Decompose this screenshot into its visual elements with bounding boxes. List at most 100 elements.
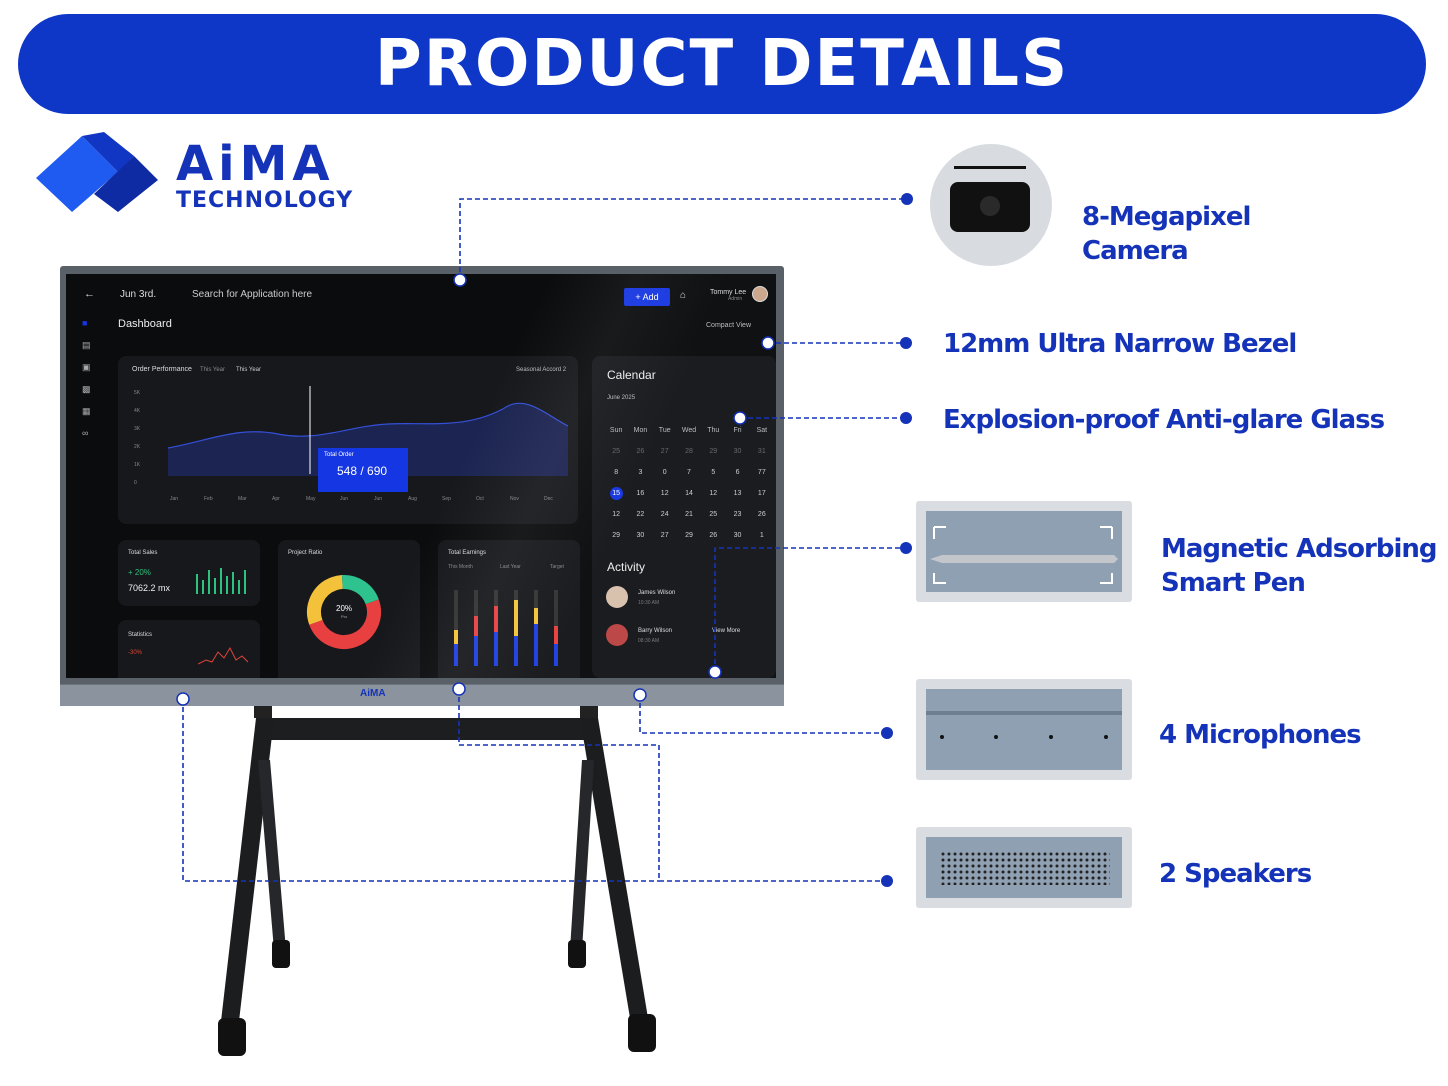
sidebar-list-icon[interactable]: ▤ (82, 340, 91, 350)
tooltip-value: 548 / 690 (337, 464, 388, 478)
calendar-day[interactable]: 27 (660, 448, 669, 455)
feature-camera-line2: Camera (1082, 236, 1189, 266)
calendar-day[interactable]: 22 (636, 511, 645, 518)
calendar-week-row: 8 3 0 7 5 6 77 (604, 462, 774, 483)
calendar-day[interactable]: 26 (757, 511, 766, 518)
calendar-day[interactable]: 15 (604, 483, 628, 504)
order-tab-2[interactable]: This Year (236, 367, 262, 373)
sales-bars (196, 568, 246, 594)
calendar-day[interactable]: 17 (757, 490, 766, 497)
calendar-day[interactable]: 12 (612, 511, 621, 518)
calendar-day[interactable]: 7 (687, 469, 691, 476)
order-y-tick: 5K (134, 390, 141, 396)
calendar-day[interactable]: 25 (612, 448, 621, 455)
calendar-day[interactable]: 1 (759, 532, 764, 539)
sidebar-dashboard-icon[interactable]: ■ (82, 318, 88, 328)
banner-title: PRODUCT DETAILS (374, 27, 1070, 101)
calendar-day[interactable]: 30 (733, 532, 742, 539)
activity-time-1: 10:30 AM (638, 600, 660, 606)
feature-pen-line2: Smart Pen (1161, 568, 1306, 598)
order-y-tick: 4K (134, 408, 141, 414)
calendar-day[interactable]: 12 (660, 490, 669, 497)
feature-microphones: 4 Microphones (1159, 720, 1362, 750)
order-y-tick: 1K (134, 462, 141, 468)
order-x-tick: Jan (170, 496, 179, 502)
calendar-day[interactable]: 28 (685, 448, 693, 455)
calendar-weekday: Wed (681, 427, 697, 434)
calendar-day[interactable]: 29 (612, 532, 621, 539)
order-x-tick: Aug (408, 496, 417, 502)
sidebar-folder-icon[interactable]: ▩ (82, 384, 91, 394)
calendar-weekday: Sun (609, 427, 623, 434)
feature-speakers: 2 Speakers (1159, 859, 1312, 889)
calendar-selected-day[interactable]: 15 (609, 487, 623, 500)
calendar-day[interactable]: 26 (709, 532, 718, 539)
calendar-day[interactable]: 23 (733, 511, 742, 518)
calendar-day[interactable]: 29 (709, 448, 718, 455)
logo-mark-icon (36, 132, 158, 212)
order-tab-1[interactable]: This Year (200, 367, 226, 373)
calendar-day[interactable]: 30 (636, 532, 645, 539)
screen-topbar: ← Jun 3rd. Search for Application here +… (66, 274, 776, 314)
sidebar-grid-icon[interactable]: ▦ (82, 406, 91, 416)
calendar-day[interactable]: 77 (757, 469, 766, 476)
order-x-tick: Mar (238, 496, 247, 502)
add-button[interactable]: + Add (624, 288, 670, 306)
calendar-month: June 2025 (607, 395, 636, 401)
order-x-tick: Nov (510, 496, 519, 502)
total-order-tooltip: Total Order 548 / 690 (318, 448, 408, 492)
activity-name-2: Barry Wilson (638, 628, 673, 634)
smart-pen-thumbnail (916, 501, 1132, 602)
sidebar-box-icon[interactable]: ▣ (82, 362, 91, 372)
calendar-day[interactable]: 13 (733, 490, 742, 497)
screen-date: Jun 3rd. (120, 289, 157, 300)
calendar-day[interactable]: 8 (614, 469, 619, 476)
camera-thumbnail (930, 144, 1052, 266)
microphone-icon (926, 711, 1122, 739)
compact-view-toggle[interactable]: Compact View (706, 322, 752, 329)
calendar-day[interactable]: 26 (636, 448, 645, 455)
home-icon[interactable]: ⌂ (680, 290, 687, 301)
calendar-day[interactable]: 24 (660, 511, 669, 518)
calendar-day[interactable]: 0 (662, 469, 667, 476)
calendar-day[interactable]: 6 (735, 469, 740, 476)
order-x-tick: Apr (272, 496, 280, 502)
calendar-day[interactable]: 30 (733, 448, 742, 455)
avatar[interactable] (752, 286, 768, 302)
earnings-legend-2: Last Year (500, 564, 521, 570)
calendar-day[interactable]: 25 (709, 511, 718, 518)
earnings-legend-3: Target (550, 564, 564, 570)
order-y-tick: 2K (134, 444, 141, 450)
calendar-day[interactable]: 27 (660, 532, 669, 539)
order-card-title: Order Performance (132, 366, 192, 373)
calendar-day[interactable]: 3 (638, 469, 643, 476)
tooltip-label: Total Order (324, 452, 354, 458)
calendar-day[interactable]: 16 (636, 490, 645, 497)
earnings-bars (454, 590, 558, 666)
page-title: Dashboard (118, 318, 172, 330)
project-ratio-donut (307, 575, 381, 649)
screen-search-input[interactable]: Search for Application here (192, 289, 313, 300)
project-ratio-card: Project Ratio 20% Pro (278, 540, 420, 678)
order-dropdown[interactable]: Seasonal Accord 2 (516, 367, 567, 373)
pen-icon (930, 526, 1118, 584)
calendar-day[interactable]: 12 (709, 490, 718, 497)
calendar-title: Calendar (607, 368, 656, 382)
back-arrow-icon[interactable]: ← (84, 288, 95, 300)
statistics-sparkline (198, 646, 248, 665)
activity-name-1: James Wilson (638, 590, 676, 596)
total-earnings-card: Total Earnings This Month Last Year Targ… (438, 540, 580, 678)
calendar-day[interactable]: 31 (757, 448, 766, 455)
calendar-week-row: 12 22 24 21 25 23 26 (604, 504, 774, 525)
order-x-tick: Sep (442, 496, 451, 502)
calendar-day[interactable]: 14 (685, 490, 693, 497)
calendar-day[interactable]: 29 (685, 532, 693, 539)
calendar-day[interactable]: 5 (711, 469, 716, 476)
activity-title: Activity (607, 560, 646, 574)
calendar-day[interactable]: 21 (685, 511, 693, 518)
sidebar-link-icon[interactable]: ∞ (82, 428, 89, 438)
statistics-change: -30% (128, 650, 143, 656)
view-more-link[interactable]: View More (712, 628, 741, 634)
speakers-thumbnail (916, 827, 1132, 908)
